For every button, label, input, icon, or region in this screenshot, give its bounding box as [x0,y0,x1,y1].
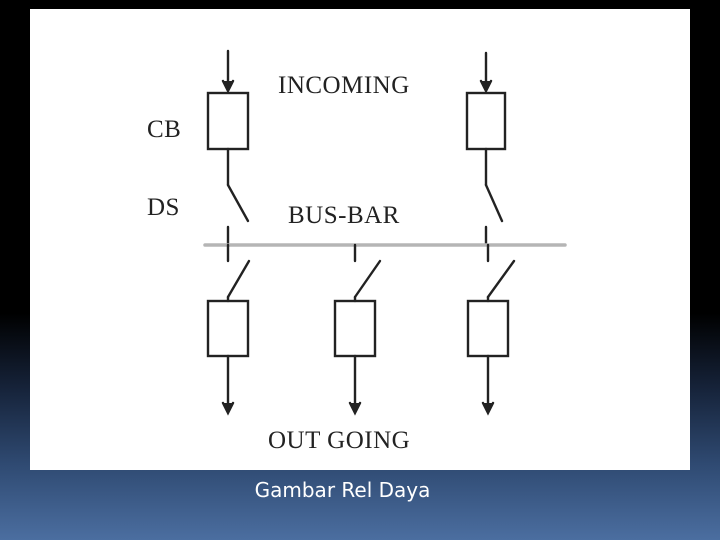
circuit-breaker-outgoing-1 [206,299,250,358]
disconnect-switch-outgoing-1 [226,259,251,299]
outgoing-feeder-3 [466,243,516,416]
disconnect-switch-outgoing-2 [353,259,382,299]
incoming-feeder-2 [465,51,507,247]
circuit-breaker-incoming-2 [465,91,507,151]
cb-label: CB [147,116,181,143]
slide-caption: Gambar Rel Daya [254,478,431,502]
incoming-arrowhead-1 [221,79,235,94]
incoming-feeder-1 [206,49,250,247]
disconnect-switch-incoming-2 [484,183,504,223]
single-line-diagram-image: INCOMING CB DS BUS-BAR OUT GOING [30,9,690,470]
incoming-arrowhead-2 [479,79,493,94]
disconnect-switch-outgoing-3 [486,259,516,299]
circuit-breaker-incoming-1 [206,91,250,151]
disconnect-switch-incoming-1 [226,183,250,223]
incoming-label: INCOMING [278,72,410,99]
outgoing-feeder-2 [333,243,382,416]
ds-label: DS [147,194,180,221]
outgoing-arrowhead-3 [481,401,495,416]
outgoing-arrowhead-1 [221,401,235,416]
busbar-diagram: INCOMING CB DS BUS-BAR OUT GOING [147,49,567,454]
circuit-breaker-outgoing-2 [333,299,377,358]
outgoing-label: OUT GOING [268,427,410,454]
bus-bar-label: BUS-BAR [288,202,400,229]
outgoing-arrowhead-2 [348,401,362,416]
circuit-breaker-outgoing-3 [466,299,510,358]
outgoing-feeder-1 [206,243,251,416]
